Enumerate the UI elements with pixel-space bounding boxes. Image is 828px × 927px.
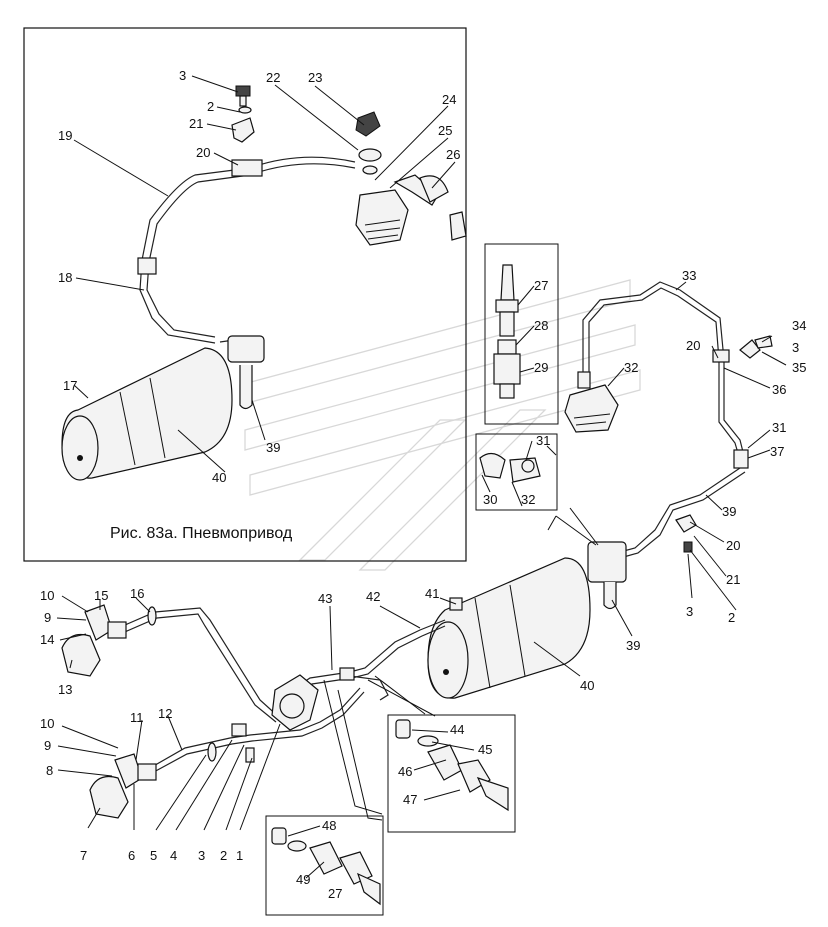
label-39-upper: 39 <box>266 440 280 455</box>
inset-frame-detail-48-49 <box>265 815 384 916</box>
pipe-39-right <box>619 467 746 559</box>
label-27-upper: 27 <box>534 278 548 293</box>
label-36: 36 <box>772 382 786 397</box>
label-47: 47 <box>403 792 417 807</box>
label-19: 19 <box>58 128 72 143</box>
receiver-upper <box>61 335 265 481</box>
label-12: 12 <box>158 706 172 721</box>
label-18: 18 <box>58 270 72 285</box>
brake-chamber-upper <box>61 604 127 677</box>
label-21-right: 21 <box>726 572 740 587</box>
receiver-lower <box>427 541 627 699</box>
label-42: 42 <box>366 589 380 604</box>
label-25: 25 <box>438 123 452 138</box>
label-1: 1 <box>236 848 243 863</box>
valve-32-right <box>564 371 619 433</box>
label-8: 8 <box>46 763 53 778</box>
label-46: 46 <box>398 764 412 779</box>
label-27-lower: 27 <box>328 886 342 901</box>
label-39-right: 39 <box>722 504 736 519</box>
inset-frame-detail-44-47 <box>387 714 516 833</box>
parts-top-valve <box>355 111 467 246</box>
label-13: 13 <box>58 682 72 697</box>
label-3-lower: 3 <box>198 848 205 863</box>
inset-frame-valve-detail <box>475 433 558 511</box>
parts-top-clamp <box>231 85 255 143</box>
label-28: 28 <box>534 318 548 333</box>
valve-detail-30-32 <box>479 452 541 483</box>
label-9-lower: 9 <box>44 738 51 753</box>
label-21: 21 <box>189 116 203 131</box>
label-24: 24 <box>442 92 456 107</box>
label-4: 4 <box>170 848 177 863</box>
label-7: 7 <box>80 848 87 863</box>
label-5: 5 <box>150 848 157 863</box>
label-32-inset: 32 <box>521 492 535 507</box>
label-31-right: 31 <box>772 420 786 435</box>
label-37: 37 <box>770 444 784 459</box>
pipe-42-43 <box>149 619 446 774</box>
figure-caption: Рис. 83а. Пневмопривод <box>110 525 293 542</box>
detail-44-47 <box>395 719 509 812</box>
label-40-upper: 40 <box>212 470 226 485</box>
label-45: 45 <box>478 742 492 757</box>
label-35: 35 <box>792 360 806 375</box>
label-10-lower: 10 <box>40 716 54 731</box>
label-31-inset: 31 <box>536 433 550 448</box>
label-30: 30 <box>483 492 497 507</box>
label-33: 33 <box>682 268 696 283</box>
label-2-lower: 2 <box>220 848 227 863</box>
label-10-upper: 10 <box>40 588 54 603</box>
label-49: 49 <box>296 872 310 887</box>
label-9-upper: 9 <box>44 610 51 625</box>
label-17: 17 <box>63 378 77 393</box>
label-48: 48 <box>322 818 336 833</box>
label-3-right: 3 <box>792 340 799 355</box>
pipe-upper-19-18 <box>137 156 356 344</box>
label-40-lower: 40 <box>580 678 594 693</box>
label-2-right: 2 <box>728 610 735 625</box>
label-11: 11 <box>130 710 144 725</box>
label-14: 14 <box>40 632 54 647</box>
inset-frame-main <box>23 27 467 562</box>
label-26: 26 <box>446 147 460 162</box>
label-39-lower: 39 <box>626 638 640 653</box>
label-20-lower-right: 20 <box>726 538 740 553</box>
pipe-16 <box>117 606 281 762</box>
label-44: 44 <box>450 722 464 737</box>
label-2: 2 <box>207 99 214 114</box>
label-23: 23 <box>308 70 322 85</box>
part-number-labels: 3 2 21 20 22 23 24 25 26 19 18 17 40 39 … <box>40 68 806 901</box>
label-43: 43 <box>318 591 332 606</box>
fittings-27-29 <box>493 264 521 399</box>
label-20: 20 <box>196 145 210 160</box>
brake-chamber-lower <box>89 753 157 819</box>
label-3: 3 <box>179 68 186 83</box>
pipe-33 <box>582 281 773 469</box>
leader-lines <box>56 75 787 879</box>
valve-central <box>231 674 319 763</box>
label-16: 16 <box>130 586 144 601</box>
label-41: 41 <box>425 586 439 601</box>
label-29: 29 <box>534 360 548 375</box>
label-32-right: 32 <box>624 360 638 375</box>
label-34: 34 <box>792 318 806 333</box>
label-22: 22 <box>266 70 280 85</box>
label-20-right: 20 <box>686 338 700 353</box>
detail-48-49 <box>271 827 381 906</box>
label-3-lower-right: 3 <box>686 604 693 619</box>
label-6: 6 <box>128 848 135 863</box>
inset-frame-fittings <box>484 243 559 425</box>
label-15: 15 <box>94 588 108 603</box>
